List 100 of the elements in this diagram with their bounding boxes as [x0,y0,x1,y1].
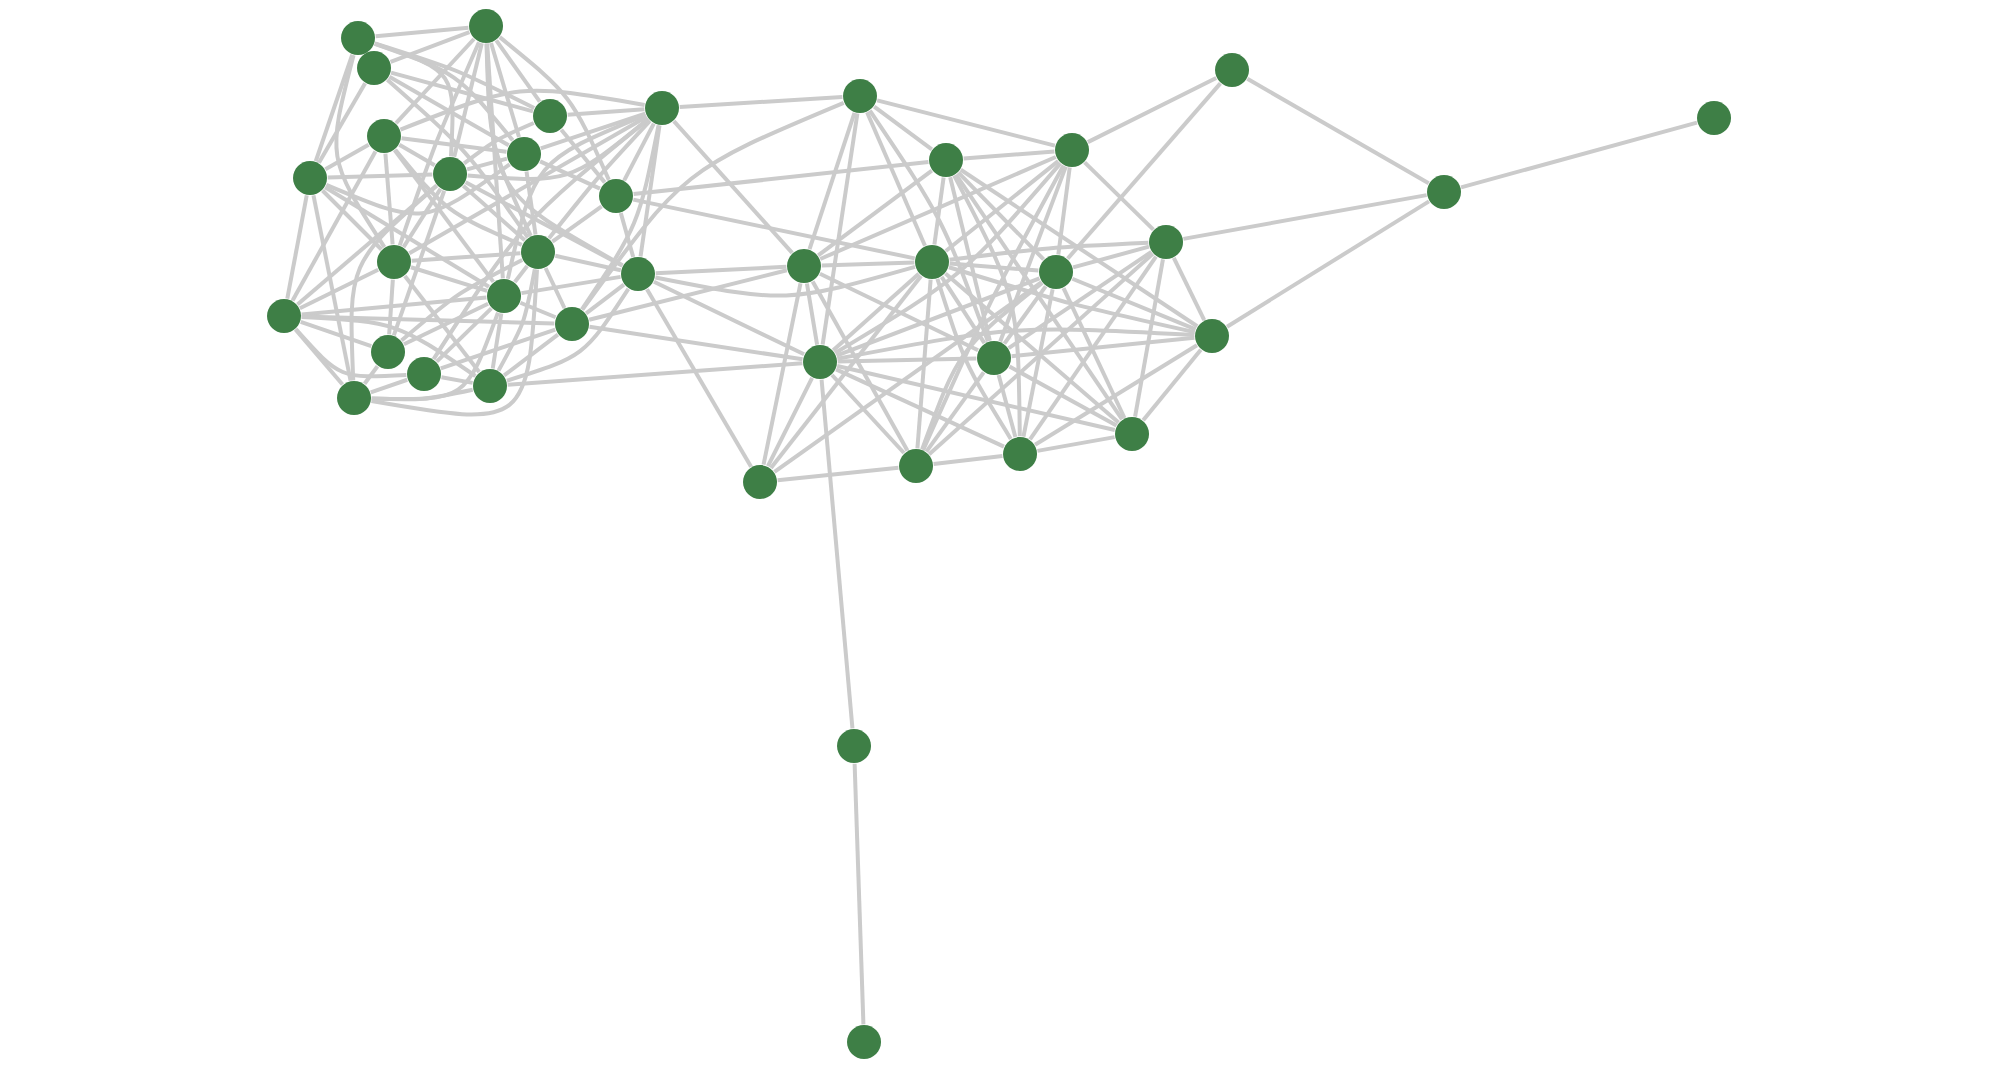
connecting-line [294,327,407,379]
connecting-line [397,41,481,246]
connecting-line [506,287,631,383]
node-circle [1215,53,1249,87]
node-circle [555,307,589,341]
connecting-line [349,184,438,381]
connecting-line [672,119,794,255]
connecting-line [408,115,648,255]
connecting-line [963,149,1055,161]
connecting-line [1056,167,1072,255]
connecting-line [954,173,1124,421]
connecting-line [554,253,622,273]
connecting-line [325,162,511,216]
connecting-line [559,128,607,184]
connecting-line [766,376,814,468]
connecting-line [655,264,916,298]
connecting-line [435,306,493,364]
connecting-line [618,212,636,258]
connecting-line [370,377,408,395]
connecting-line [584,283,626,315]
connecting-line [920,281,1044,451]
connecting-line [394,37,476,125]
connecting-line [374,42,515,142]
connecting-line [285,195,309,299]
node-circle [357,51,391,85]
node-circle [267,299,301,333]
connecting-line [1002,285,1048,345]
connecting-line [334,54,387,249]
node-circle [487,279,521,313]
node-circle [803,345,837,379]
connecting-line [1460,120,1698,190]
connecting-line [817,169,934,258]
connecting-line [371,311,500,402]
connecting-line [296,184,438,307]
connecting-line [290,150,378,302]
connecting-line [957,171,1046,261]
connecting-line [819,271,979,353]
node-circle [533,99,567,133]
connecting-line [852,763,866,1025]
connecting-line [440,327,556,371]
connecting-line [324,185,490,289]
connecting-line [1021,289,1055,438]
node-circle [743,465,777,499]
node-circle [341,21,375,55]
connecting-line [959,168,1199,328]
connecting-line [485,43,505,279]
connecting-line [804,283,820,345]
connecting-line [401,187,443,249]
connecting-line [362,365,380,385]
connecting-line [411,251,521,263]
connecting-line [1083,160,1155,232]
connecting-line [873,104,933,152]
connecting-line [317,82,367,164]
connecting-line [324,143,370,171]
connecting-line [1172,257,1207,321]
connecting-line [293,328,345,386]
connecting-line [496,269,537,372]
connecting-line [935,278,1013,440]
connecting-line [410,265,488,293]
node-circle [433,157,467,191]
connecting-line [398,143,436,167]
connecting-line [915,279,933,449]
connecting-line [836,364,1116,432]
connecting-line [761,282,803,466]
connecting-line [924,371,986,453]
connecting-line [1183,193,1427,241]
connecting-line [431,117,650,361]
connecting-line [1028,255,1158,441]
connecting-line [939,275,987,345]
connecting-line [932,177,946,245]
connecting-line [868,109,990,343]
connecting-line [769,274,923,470]
connecting-line [299,268,379,310]
node-circle [1697,101,1731,135]
connecting-line [484,43,624,268]
connecting-line [519,300,557,320]
connecting-line [327,172,433,180]
connecting-line [400,258,524,343]
connecting-line [933,454,1003,466]
connecting-line [1133,259,1165,417]
connecting-line [464,180,624,268]
connecting-line [653,279,805,357]
connecting-line [996,374,1018,438]
node-circle [371,335,405,369]
node-circle [1195,319,1229,353]
node-circle [645,91,679,125]
connecting-line [540,111,646,151]
connecting-line [1061,287,1127,419]
connecting-line [399,88,645,132]
connecting-line [1011,335,1195,359]
node-circle [1427,175,1461,209]
connecting-line [865,111,927,247]
connecting-line [401,136,507,154]
connecting-line [383,153,395,245]
connecting-line [645,288,753,468]
connecting-line [543,267,567,309]
connecting-line [461,184,527,242]
connecting-line [389,30,471,64]
connecting-line [1066,82,1222,260]
node-circle [977,341,1011,375]
